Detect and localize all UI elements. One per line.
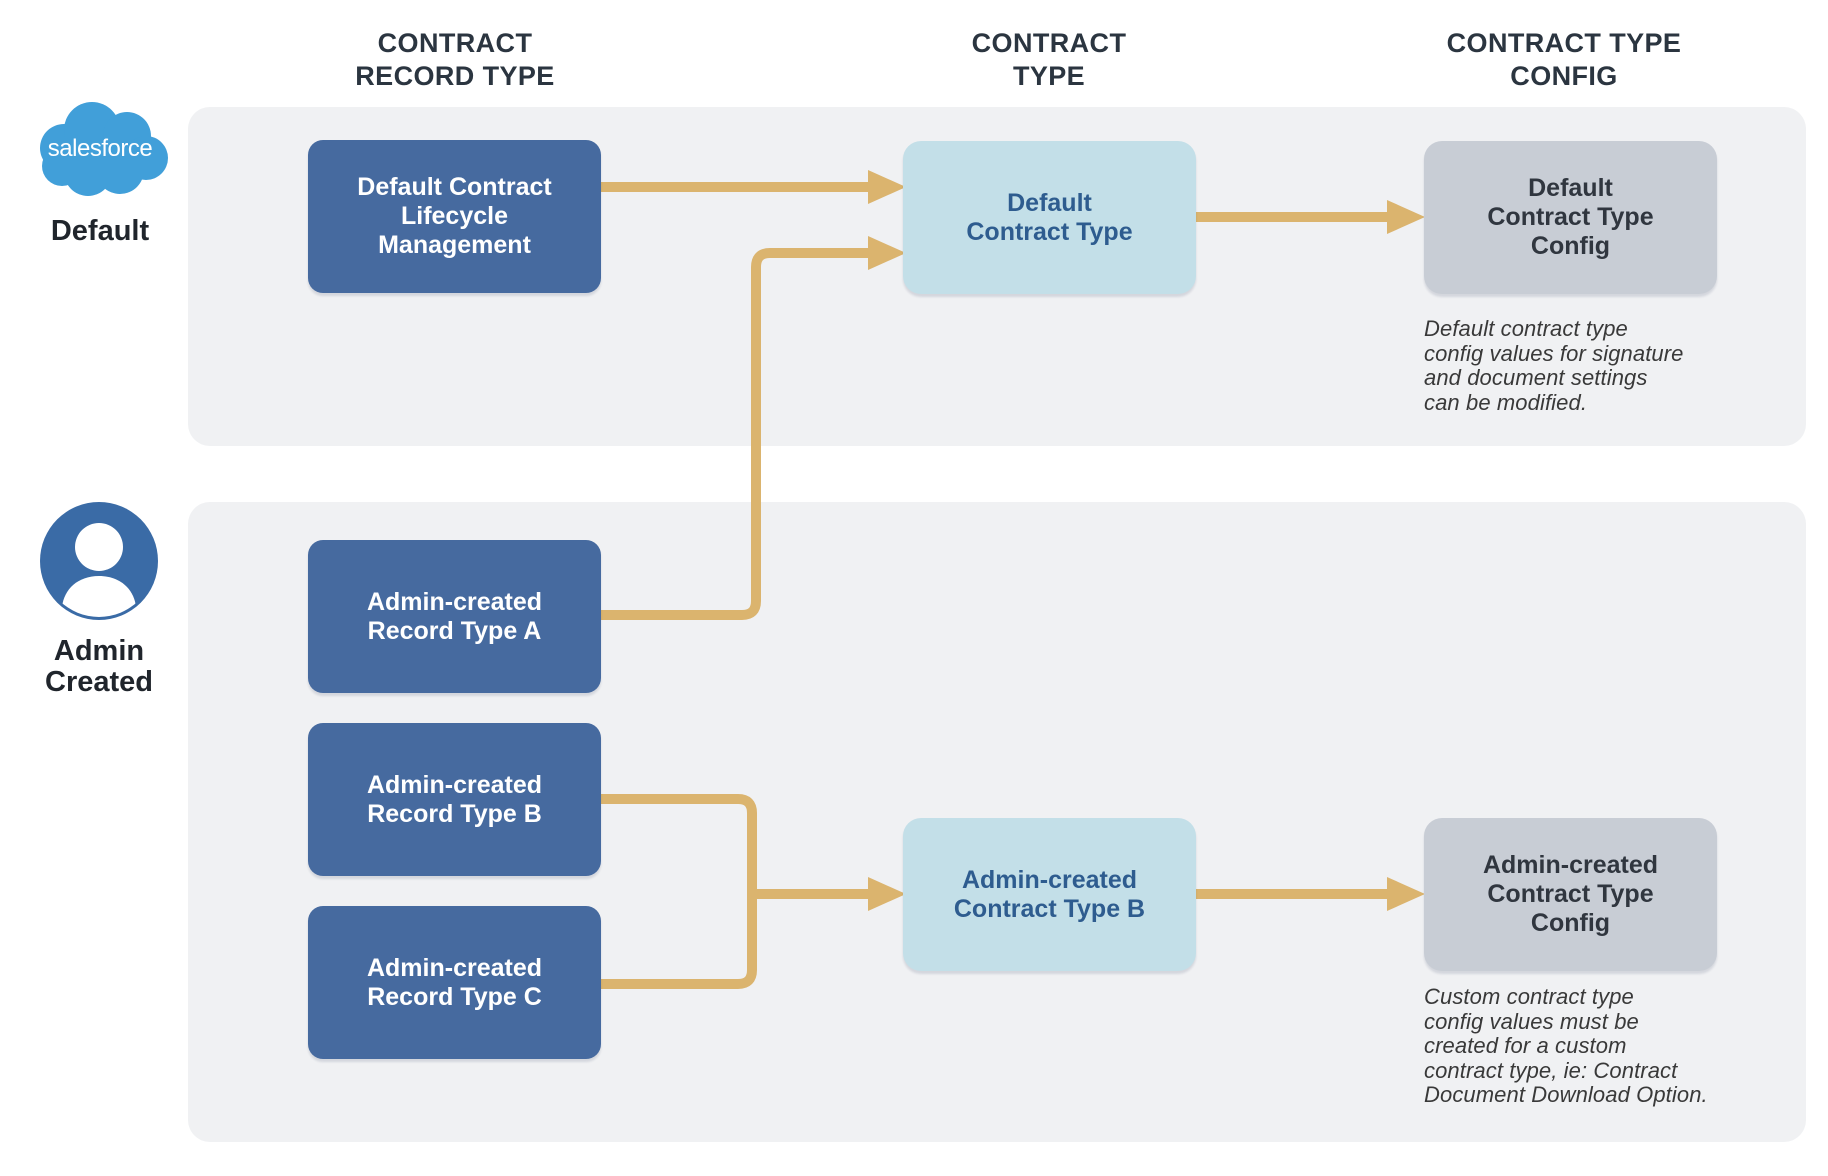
arrow-record-a-to-default-contract-type: [601, 248, 870, 620]
arrow-record-c-to-merge: [601, 894, 757, 989]
arrowhead-merge-to-contract-type-b: [868, 877, 906, 911]
box-default-contract-lifecycle-management: Default Contract Lifecycle Management: [308, 140, 601, 293]
box-admin-record-type-a: Admin-created Record Type A: [308, 540, 601, 693]
note-default-config: Default contract type config values for …: [1424, 316, 1684, 415]
admin-person-icon: [40, 502, 158, 620]
salesforce-cloud-icon: [40, 102, 168, 196]
salesforce-logo-text: salesforce: [47, 135, 153, 162]
arrowhead-contract-type-b-to-config: [1387, 877, 1425, 911]
column-header-contract-type: CONTRACT TYPE: [971, 28, 1127, 91]
box-admin-record-type-c: Admin-created Record Type C: [308, 906, 601, 1059]
box-admin-record-type-b: Admin-created Record Type B: [308, 723, 601, 876]
box-admin-contract-type-b: Admin-created Contract Type B: [903, 818, 1196, 971]
arrowhead-default-contract-type-to-config: [1387, 200, 1425, 234]
column-header-contract-type-config: CONTRACT TYPE CONFIG: [1446, 28, 1682, 91]
legend-label-default: Default: [50, 215, 150, 247]
column-header-contract-record-type: CONTRACT RECORD TYPE: [355, 28, 555, 91]
arrowhead-record-a-to-default-contract-type: [868, 236, 906, 270]
arrow-record-b-to-merge: [601, 794, 757, 894]
legend-label-admin-created: Admin Created: [45, 635, 153, 698]
note-admin-config: Custom contract type config values must …: [1424, 984, 1708, 1107]
box-default-contract-type-config: Default Contract Type Config: [1424, 141, 1717, 294]
box-default-contract-type: Default Contract Type: [903, 141, 1196, 294]
arrowhead-default-record-to-contract-type: [868, 170, 906, 204]
box-admin-contract-type-config: Admin-created Contract Type Config: [1424, 818, 1717, 971]
